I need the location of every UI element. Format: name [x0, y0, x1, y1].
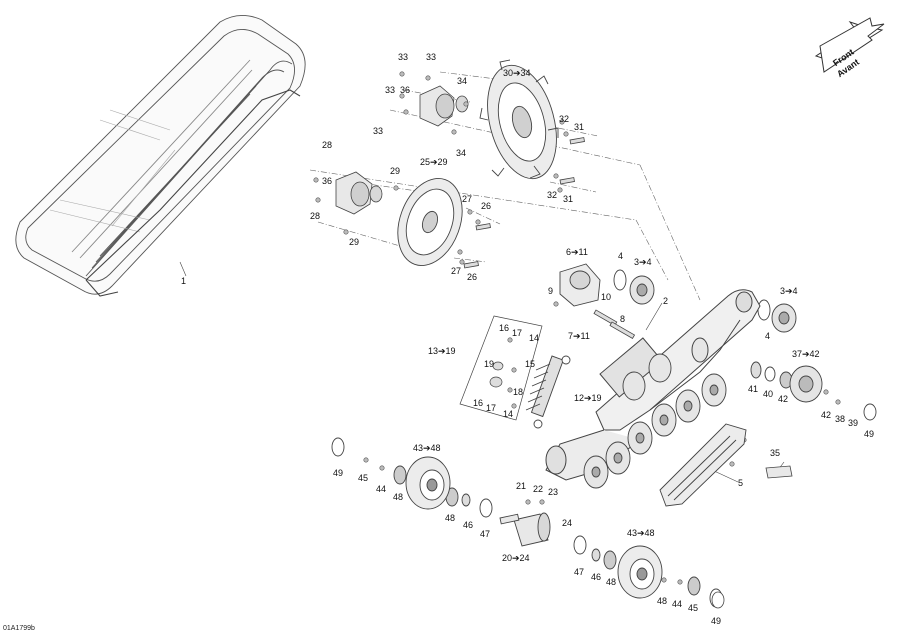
callout-46-right: 46	[591, 572, 602, 582]
callout-48-a: 48	[393, 492, 404, 502]
callout-47-left: 47	[480, 529, 491, 539]
callout-37: 37➔42	[792, 349, 820, 359]
callout-29-lower: 29	[349, 237, 360, 247]
callout-42-left: 42	[778, 394, 789, 404]
callout-28-upper: 28	[322, 140, 333, 150]
callout-43-right: 43➔48	[627, 528, 655, 538]
callout-9: 9	[548, 286, 554, 296]
callout-47-right: 47	[574, 567, 585, 577]
callout-7: 7➔11	[568, 331, 590, 341]
callout-49-c: 49	[711, 616, 722, 626]
callout-42-right: 42	[821, 410, 832, 420]
callout-6: 6➔11	[566, 247, 588, 257]
callout-41: 41	[748, 384, 759, 394]
callout-48-d: 48	[657, 596, 668, 606]
callout-21: 21	[516, 481, 527, 491]
callout-26-upper: 26	[481, 201, 492, 211]
callout-3-upper: 3➔4	[634, 257, 652, 267]
callout-49-a: 49	[333, 468, 344, 478]
callout-8: 8	[620, 314, 626, 324]
idler-wheel-left	[405, 456, 451, 510]
callout-17-upper: 17	[512, 328, 523, 338]
callout-23: 23	[548, 487, 559, 497]
lower-sprocket-hub	[335, 171, 383, 215]
callout-20: 20➔24	[502, 553, 530, 563]
callout-39: 39	[848, 418, 859, 428]
callout-5: 5	[738, 478, 744, 488]
upper-sprocket-hub	[419, 85, 469, 127]
callout-31-lower: 31	[563, 194, 574, 204]
callout-18: 18	[513, 387, 524, 397]
callout-4-right: 4	[765, 331, 771, 341]
callout-28-lower: 28	[310, 211, 321, 221]
callout-36-lower: 36	[322, 176, 333, 186]
bolt-shafts	[463, 137, 636, 340]
bogie-wheels	[583, 353, 727, 489]
callout-36-upper: 36	[400, 85, 411, 95]
callout-43-left: 43➔48	[413, 443, 441, 453]
callout-49-b: 49	[864, 429, 875, 439]
callout-14-upper: 14	[529, 333, 540, 343]
axle	[499, 512, 551, 547]
callout-48-c: 48	[606, 577, 617, 587]
callout-17-lower: 17	[486, 403, 497, 413]
callout-27-lower: 27	[451, 266, 462, 276]
callout-33-a: 33	[398, 52, 409, 62]
shock-hardware-panel	[459, 315, 543, 421]
callout-24: 24	[562, 518, 573, 528]
callout-33-b: 33	[426, 52, 437, 62]
callout-45-right: 45	[688, 603, 699, 613]
callout-16-upper: 16	[499, 323, 510, 333]
callout-44-right: 44	[672, 599, 683, 609]
fasteners	[313, 71, 841, 585]
callout-1: 1	[181, 276, 187, 286]
clip-part	[765, 465, 793, 479]
end-caps	[711, 591, 725, 609]
callout-35: 35	[770, 448, 781, 458]
callout-3-right: 3➔4	[780, 286, 798, 296]
callout-14-lower: 14	[503, 409, 514, 419]
callout-33-c: 33	[385, 85, 396, 95]
figure-id: 01A1799b	[3, 625, 35, 632]
callout-44-left: 44	[376, 484, 387, 494]
callout-48-b: 48	[445, 513, 456, 523]
callout-13: 13➔19	[428, 346, 456, 356]
callout-46-left: 46	[463, 520, 474, 530]
callout-2: 2	[663, 296, 669, 306]
callout-26-lower: 26	[467, 272, 478, 282]
lower-sprocket-wheel	[397, 178, 463, 266]
callout-33-d: 33	[373, 126, 384, 136]
callout-45-left: 45	[358, 473, 369, 483]
callout-25: 25➔29	[420, 157, 448, 167]
idler-wheel-right	[617, 545, 663, 599]
callout-31-upper: 31	[574, 122, 585, 132]
bearings	[331, 269, 877, 608]
upper-sprocket-wheel	[479, 59, 559, 180]
slider-rail	[659, 423, 747, 507]
callout-38: 38	[835, 414, 846, 424]
callout-32-upper: 32	[559, 114, 570, 124]
callout-4-upper: 4	[618, 251, 624, 261]
callout-32-lower: 32	[547, 190, 558, 200]
callout-29-upper: 29	[390, 166, 401, 176]
shock-absorber	[525, 355, 571, 429]
callout-34-lower: 34	[456, 148, 467, 158]
callout-12: 12➔19	[574, 393, 602, 403]
callout-40: 40	[763, 389, 774, 399]
rocker-arm-housing	[559, 263, 601, 307]
track-belt	[15, 15, 306, 297]
front-direction-badge	[814, 17, 885, 73]
callout-10: 10	[601, 292, 612, 302]
callout-15: 15	[525, 359, 536, 369]
callout-19: 19	[484, 359, 495, 369]
callout-30: 30➔34	[503, 68, 531, 78]
callout-27-upper: 27	[462, 194, 473, 204]
callout-34-upper: 34	[457, 76, 468, 86]
callout-16-lower: 16	[473, 398, 484, 408]
callout-22: 22	[533, 484, 544, 494]
